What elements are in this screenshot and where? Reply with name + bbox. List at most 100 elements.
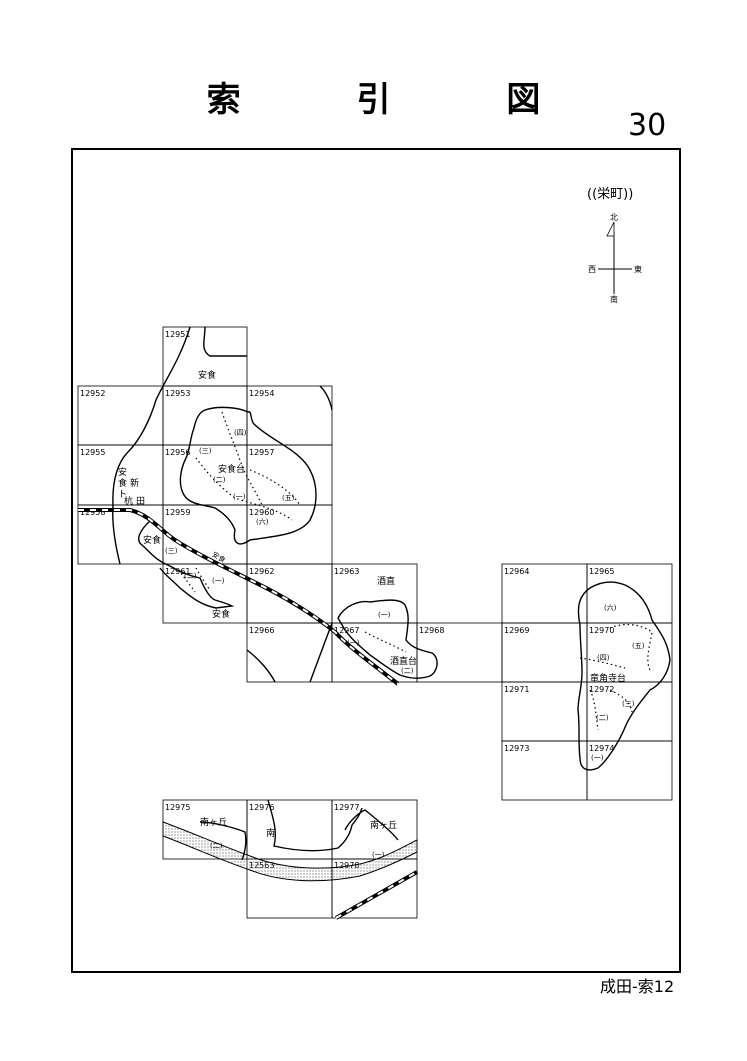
dotted-12961 [195, 567, 211, 591]
sub-i-sakanao-2: (一) [347, 639, 360, 647]
sheet-label-12964: 12964 [504, 567, 529, 576]
sub-yon-ajikidai: (四) [234, 429, 247, 437]
sub-roku-ajikidai: (六) [256, 517, 269, 526]
sheet-label-12953: 12953 [165, 389, 190, 398]
footer-code: 成田-索12 [600, 977, 675, 996]
boundary-ajiki-mid [138, 520, 235, 609]
sub-roku-ryukakuji: (六) [604, 603, 617, 612]
sheet-label-12976: 12976 [249, 803, 274, 812]
railway-line [78, 508, 418, 920]
sub-ni-ryukakuji: (二) [596, 714, 609, 722]
district-boundaries [112, 326, 671, 771]
place-ajiki-shinden-6: 田 [136, 496, 145, 507]
dotted-ryukakuji-1 [609, 623, 653, 671]
sheet-label-12974: 12974 [589, 744, 614, 753]
sheet-label-12960: 12960 [249, 508, 274, 517]
sub-boundaries [177, 411, 653, 731]
dotted-ryukakuji-3 [589, 689, 599, 731]
place-ajiki-mid: 安食 [143, 534, 161, 546]
sheet-label-12977: 12977 [334, 803, 359, 812]
compass-west: 西 [588, 265, 596, 274]
sheet-label-12958: 12958 [80, 508, 105, 517]
sheet-label-12971: 12971 [504, 685, 529, 694]
sheet-label-12963: 12963 [334, 567, 359, 576]
dotted-ajikidai-3 [249, 469, 301, 506]
place-ajiki-shinden-3: ト [118, 490, 127, 500]
sheet-label-12966: 12966 [249, 626, 274, 635]
sheet-label-12972: 12972 [589, 685, 614, 694]
sub-ni-minamigaoka: (二) [210, 842, 223, 850]
sub-ni-ajiki: (二) [184, 572, 197, 580]
dotted-ajikidai-2 [195, 457, 293, 521]
sheet-label-12961: 12961 [165, 567, 190, 576]
place-ryukakujidai: 竜角寺台 [590, 672, 626, 684]
sub-i-sakanao: (一) [378, 611, 391, 619]
sheet-label-12951: 12951 [165, 330, 190, 339]
south-boundaries [199, 799, 399, 861]
place-ajiki-top: 安食 [198, 369, 216, 381]
boundary-12951-notch [203, 326, 247, 357]
sheet-label-12967: 12967 [334, 626, 359, 635]
north-arrow-icon [606, 221, 615, 237]
boundary-12966-diag [309, 622, 333, 683]
subdivision-markers: (四) (三) (二) (一) (五) (六) (三) (二) (一) (一) … [165, 429, 645, 859]
sheet-label-12952: 12952 [80, 389, 105, 398]
area-name: ((栄町)) [587, 187, 633, 202]
sub-i-ajikidai: (一) [233, 493, 246, 501]
boundary-minami [267, 799, 363, 852]
place-ajiki-shinden-4: 新 [130, 477, 139, 489]
sheet-label-12978: 12978 [334, 861, 359, 870]
boundary-minamigaoka-1 [199, 821, 247, 861]
sheet-label-12954: 12954 [249, 389, 274, 398]
boundary-sakanao [337, 599, 438, 679]
sub-san-ajikidai: (三) [199, 447, 212, 455]
map-frame [71, 148, 681, 973]
compass-east: 東 [634, 264, 642, 274]
sheet-label-12965: 12965 [589, 567, 614, 576]
boundary-ajikidai [179, 406, 317, 545]
sub-go-ajikidai: (五) [282, 494, 295, 502]
place-ajiki-shinden-5: 杭 [124, 495, 133, 507]
boundary-ajiki-west [112, 326, 191, 565]
sub-i-ryukakuji: (一) [591, 754, 604, 762]
place-names: 安食 安 食 ト 新 杭 田 安食台 安食 安食 酒直 酒直台 竜角寺台 南ヶ丘… [118, 369, 626, 839]
sub-go-ryukakuji: (五) [632, 642, 645, 650]
sheet-label-12956: 12956 [165, 448, 190, 457]
sheet-label-12955: 12955 [80, 448, 105, 457]
sheet-label-12957: 12957 [249, 448, 274, 457]
sub-yon-ryukakuji: (四) [597, 654, 610, 662]
compass-north: 北 [610, 213, 618, 222]
sheet-12974[interactable] [586, 740, 673, 801]
place-sakanaodai: 酒直台 [390, 655, 417, 667]
page-title: 索 引 図 [206, 80, 593, 120]
boundary-minamigaoka-2 [344, 809, 399, 841]
sheet-12978[interactable] [331, 858, 418, 919]
sub-san-ajiki: (三) [165, 547, 178, 555]
sub-i-ajiki: (一) [212, 577, 225, 585]
sheet-label-12970: 12970 [589, 626, 614, 635]
sheet-numbers: 12951 12952 12953 12954 12955 12956 1295… [80, 330, 614, 870]
place-minamigaoka-1: 南ヶ丘 [200, 816, 227, 828]
boundary-12966-curve [246, 649, 276, 683]
place-ajiki-shinden-2: 食 [118, 477, 127, 489]
dotted-ryukakuji-2 [579, 657, 626, 669]
river-band [162, 821, 418, 882]
place-ajikidai: 安食台 [218, 463, 245, 475]
sheet-label-12962: 12962 [249, 567, 274, 576]
place-minami: 南 [266, 827, 275, 839]
boundary-ryukakuji [577, 581, 671, 771]
place-ajiki-shinden-1: 安 [118, 466, 127, 478]
compass-south: 南 [610, 294, 618, 304]
sheet-label-12975: 12975 [165, 803, 190, 812]
place-minamigaoka-2: 南ヶ丘 [370, 819, 397, 831]
page-number: 30 [628, 108, 667, 143]
place-ajiki-bottom: 安食 [212, 608, 230, 620]
sheet-label-12969: 12969 [504, 626, 529, 635]
compass-rose: 北 西 東 南 [588, 213, 642, 304]
dotted-sakanao [364, 631, 407, 653]
sheet-label-12959: 12959 [165, 508, 190, 517]
sheet-grid [77, 326, 673, 919]
sub-san-ryukakuji: (三) [622, 700, 635, 708]
sheet-label-12973: 12973 [504, 744, 529, 753]
